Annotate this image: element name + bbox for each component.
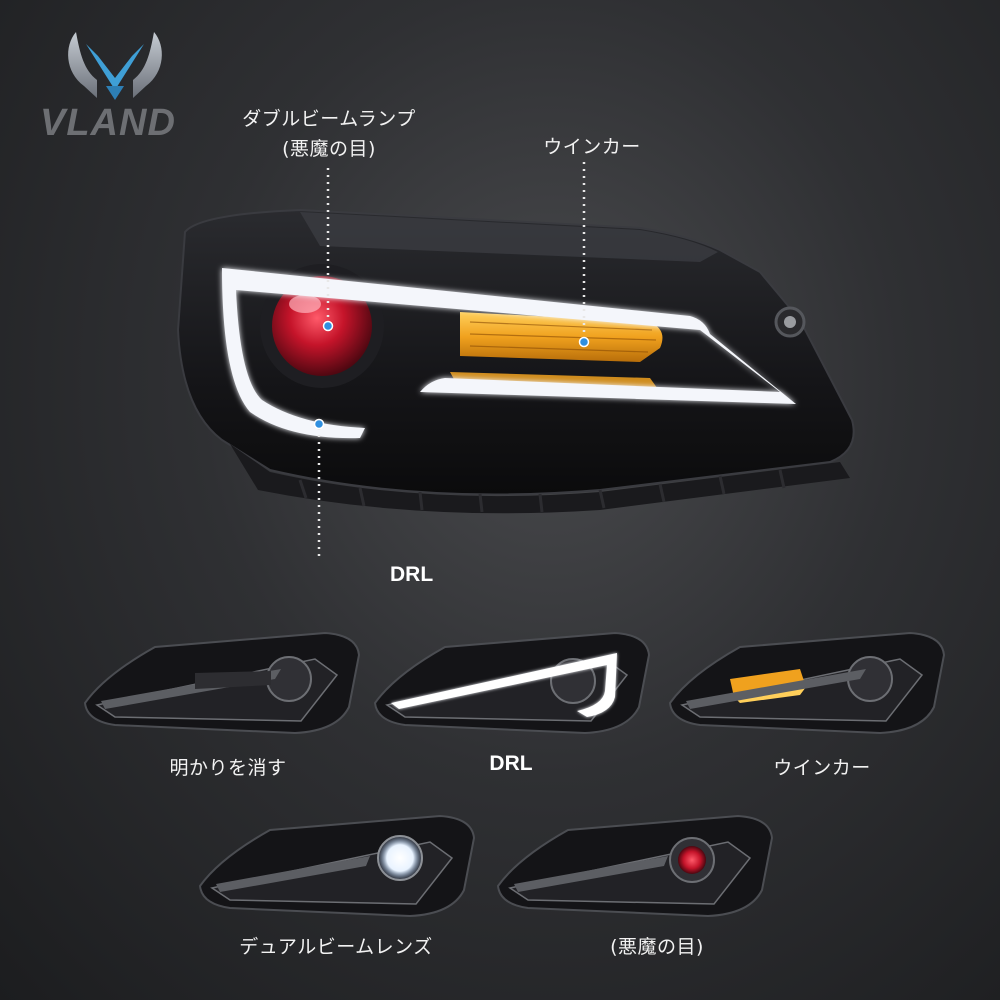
label-double-beam-line1: ダブルビームランプ xyxy=(242,108,416,130)
label-turn-signal: ウインカー xyxy=(543,136,641,158)
pointer-dot-double-beam xyxy=(322,320,334,332)
label-drl: DRL xyxy=(390,563,434,586)
caption-off: 明かりを消す xyxy=(169,757,287,779)
variant-devil-eye-image xyxy=(496,814,774,918)
caption-drl: DRL xyxy=(489,752,533,775)
pointer-dot-drl xyxy=(313,418,325,430)
variant-turn-image xyxy=(668,631,946,735)
label-double-beam-line2: (悪魔の目) xyxy=(282,138,376,160)
brand-logo: VLAND xyxy=(40,28,190,148)
caption-devil-eye: (悪魔の目) xyxy=(610,936,704,958)
brand-wordmark: VLAND xyxy=(40,102,176,144)
variant-drl-image xyxy=(373,631,651,735)
pointer-dot-turn-signal xyxy=(578,336,590,348)
caption-turn: ウインカー xyxy=(773,757,871,779)
main-headlight xyxy=(176,162,855,560)
caption-dual-lens: デュアルビームレンズ xyxy=(239,936,433,958)
vland-emblem-icon xyxy=(68,32,162,100)
label-double-beam: ダブルビームランプ (悪魔の目) xyxy=(242,104,415,164)
drl-light-guide xyxy=(222,268,796,439)
variant-off-image xyxy=(83,631,361,735)
variant-dual-lens-image xyxy=(198,814,476,918)
